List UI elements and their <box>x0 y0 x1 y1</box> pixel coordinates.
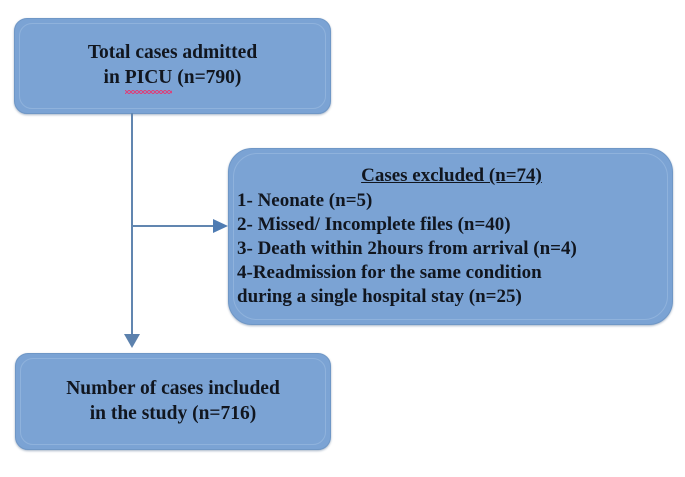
node-total-line1: Total cases admitted <box>87 42 258 64</box>
arrowhead-right-icon <box>213 219 228 233</box>
spellcheck-underlined-term-picu: PICU <box>124 66 172 94</box>
node-total-cases-admitted: Total cases admitted in PICU (n=790) <box>14 18 331 114</box>
node-total-line2-prefix: in <box>103 67 125 88</box>
arrowhead-down-icon <box>124 334 140 348</box>
exclusion-item-3: 3- Death within 2hours from arrival (n=4… <box>237 238 577 259</box>
exclusion-item-4: 4-Readmission for the same condition <box>237 261 542 283</box>
exclusion-item-4-continued: during a single hospital stay (n=25) <box>237 285 522 307</box>
node-included-line2: in the study (n=716) <box>89 402 257 424</box>
node-cases-included: Number of cases included in the study (n… <box>15 353 331 450</box>
node-total-line2-suffix: (n=790) <box>172 67 242 88</box>
node-cases-included-text: Number of cases included in the study (n… <box>56 377 290 426</box>
node-total-cases-text: Total cases admitted in PICU (n=790) <box>78 41 267 94</box>
node-cases-excluded-title: Cases excluded (n=74) <box>361 165 542 187</box>
node-cases-excluded-text: Cases excluded (n=74) 1- Neonate (n=5) 2… <box>229 164 672 308</box>
node-cases-excluded: Cases excluded (n=74) 1- Neonate (n=5) 2… <box>228 148 673 325</box>
node-included-line1: Number of cases included <box>66 377 280 399</box>
exclusion-item-1: 1- Neonate (n=5) <box>237 190 373 212</box>
exclusion-item-2: 2- Missed/ Incomplete files (n=40) <box>237 214 511 236</box>
connector-horizontal-line <box>131 225 214 227</box>
connector-vertical-line <box>131 113 133 335</box>
